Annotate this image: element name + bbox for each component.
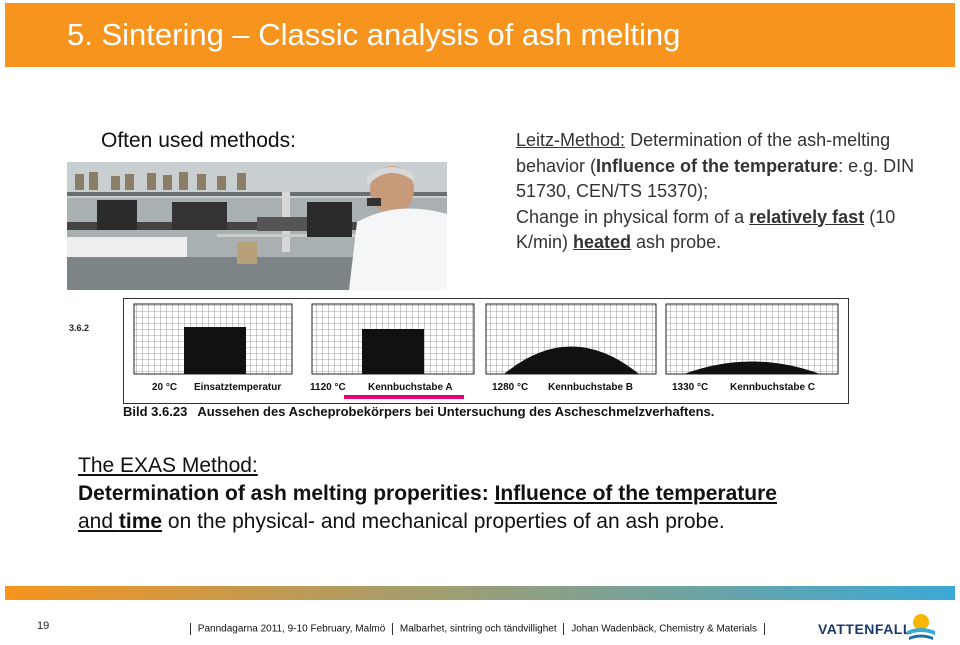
- panel-1-temp: 20 °C: [152, 382, 177, 393]
- panel-3-temp: 1280 °C: [492, 382, 528, 393]
- panel-4: [665, 303, 839, 375]
- exas-heading: The EXAS Method:: [78, 454, 258, 477]
- figure-caption-text: Aussehen des Ascheprobekörpers bei Unter…: [197, 404, 715, 419]
- leitz-text-5: ash probe.: [631, 232, 722, 252]
- footer-separator: [763, 623, 765, 635]
- page-number: 19: [37, 620, 50, 632]
- panel-1-label: Einsatztemperatur: [194, 382, 281, 393]
- exas-method-paragraph: The EXAS Method: Determination of ash me…: [78, 452, 938, 536]
- leitz-method-paragraph: Leitz-Method: Determination of the ash-m…: [516, 128, 936, 256]
- panel-2-label: Kennbuchstabe A: [368, 382, 453, 393]
- exas-influence-temperature: Influence of the temperature: [494, 482, 777, 505]
- panel-3-label: Kennbuchstabe B: [548, 382, 633, 393]
- footer-separator: [190, 623, 191, 635]
- footer-event: Panndagarna 2011, 9-10 February, Malmö: [197, 623, 386, 635]
- leitz-text-4: (10 K/min): [516, 206, 896, 253]
- slide-title: 5. Sintering – Classic analysis of ash m…: [67, 17, 681, 52]
- figure-caption: Bild 3.6.23 Aussehen des Ascheprobekörper…: [123, 404, 714, 419]
- footer-topic: Malbarhet, sintring och tändvillighet: [399, 623, 557, 635]
- exas-text-rest: on the physical- and mechanical properti…: [162, 510, 725, 533]
- footer-gradient-bar: [5, 586, 955, 600]
- exas-and: and: [78, 510, 119, 533]
- figure-side-label: 3.6.2: [69, 323, 90, 333]
- panel-2: [311, 303, 475, 375]
- leitz-relatively-fast: relatively fast: [749, 206, 865, 227]
- panel-3: [485, 303, 657, 375]
- panel-4-temp: 1330 °C: [672, 382, 708, 393]
- leitz-bold-influence: Influence of the temperature: [596, 155, 839, 176]
- leitz-heated: heated: [573, 232, 632, 252]
- footer-separator: [563, 623, 565, 635]
- leitz-heading: Leitz-Method:: [516, 130, 626, 150]
- leitz-text-3: Change in physical form of a: [516, 206, 750, 227]
- panel-2-temp: 1120 °C: [310, 382, 346, 393]
- often-used-label: Often used methods:: [101, 129, 296, 152]
- ash-probe-figure: 20 °C Einsatztemperatur 1120 °C Kennbuch…: [123, 298, 849, 404]
- title-bar: 5. Sintering – Classic analysis of ash m…: [5, 3, 955, 67]
- exas-bold-determination: Determination of ash melting properities…: [78, 482, 495, 505]
- leitz-text-2: : e.g. DIN 51730, CEN/TS 15370);: [516, 155, 915, 202]
- ash-probe-panels: 20 °C Einsatztemperatur 1120 °C Kennbuch…: [133, 303, 839, 399]
- footer-text: Panndagarna 2011, 9-10 February, Malmö M…: [186, 623, 769, 635]
- leitz-text-1: Determination of the ash-melting behavio…: [516, 130, 891, 176]
- figure-caption-number: Bild 3.6.23: [123, 404, 188, 419]
- lab-photo: [67, 162, 447, 290]
- logo-sun-icon: [907, 614, 935, 640]
- logo-text: VATTENFALL: [818, 621, 912, 637]
- footer-author: Johan Wadenbäck, Chemistry & Materials: [571, 623, 758, 635]
- panel-4-label: Kennbuchstabe C: [730, 382, 815, 393]
- lab-photo-illustration: [67, 162, 447, 290]
- panel-1: [133, 303, 293, 375]
- exas-time: time: [118, 510, 163, 533]
- footer-separator: [392, 623, 394, 635]
